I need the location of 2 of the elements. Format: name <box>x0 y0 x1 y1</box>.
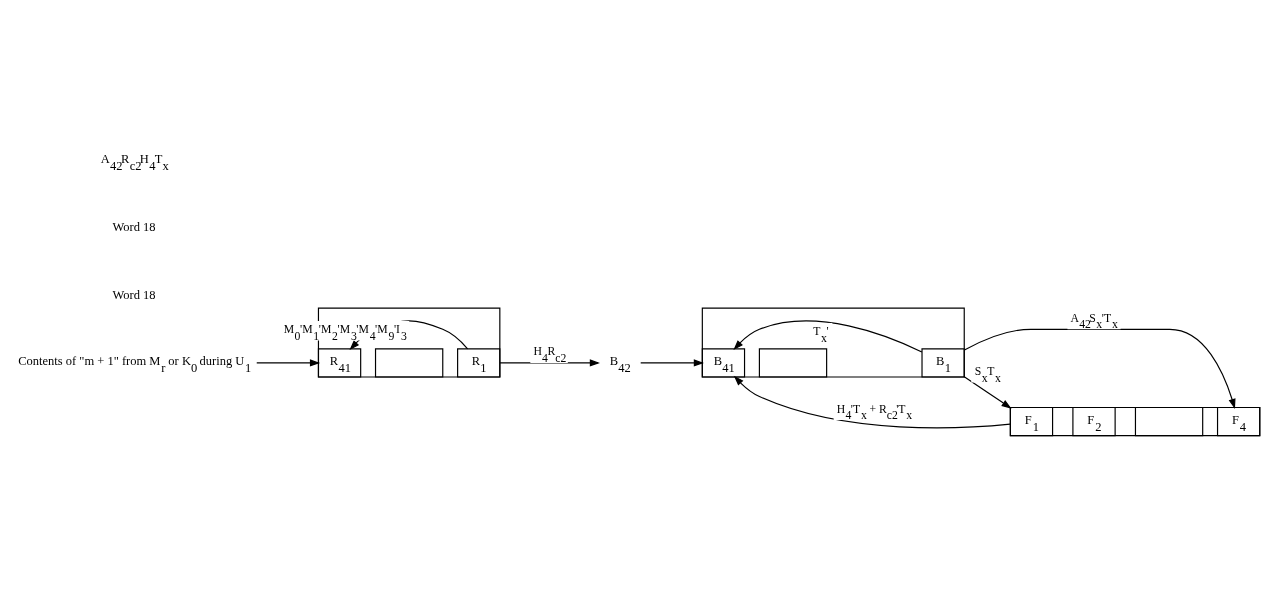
label: Word 18 <box>112 220 156 235</box>
label: Word 18 <box>112 287 156 302</box>
